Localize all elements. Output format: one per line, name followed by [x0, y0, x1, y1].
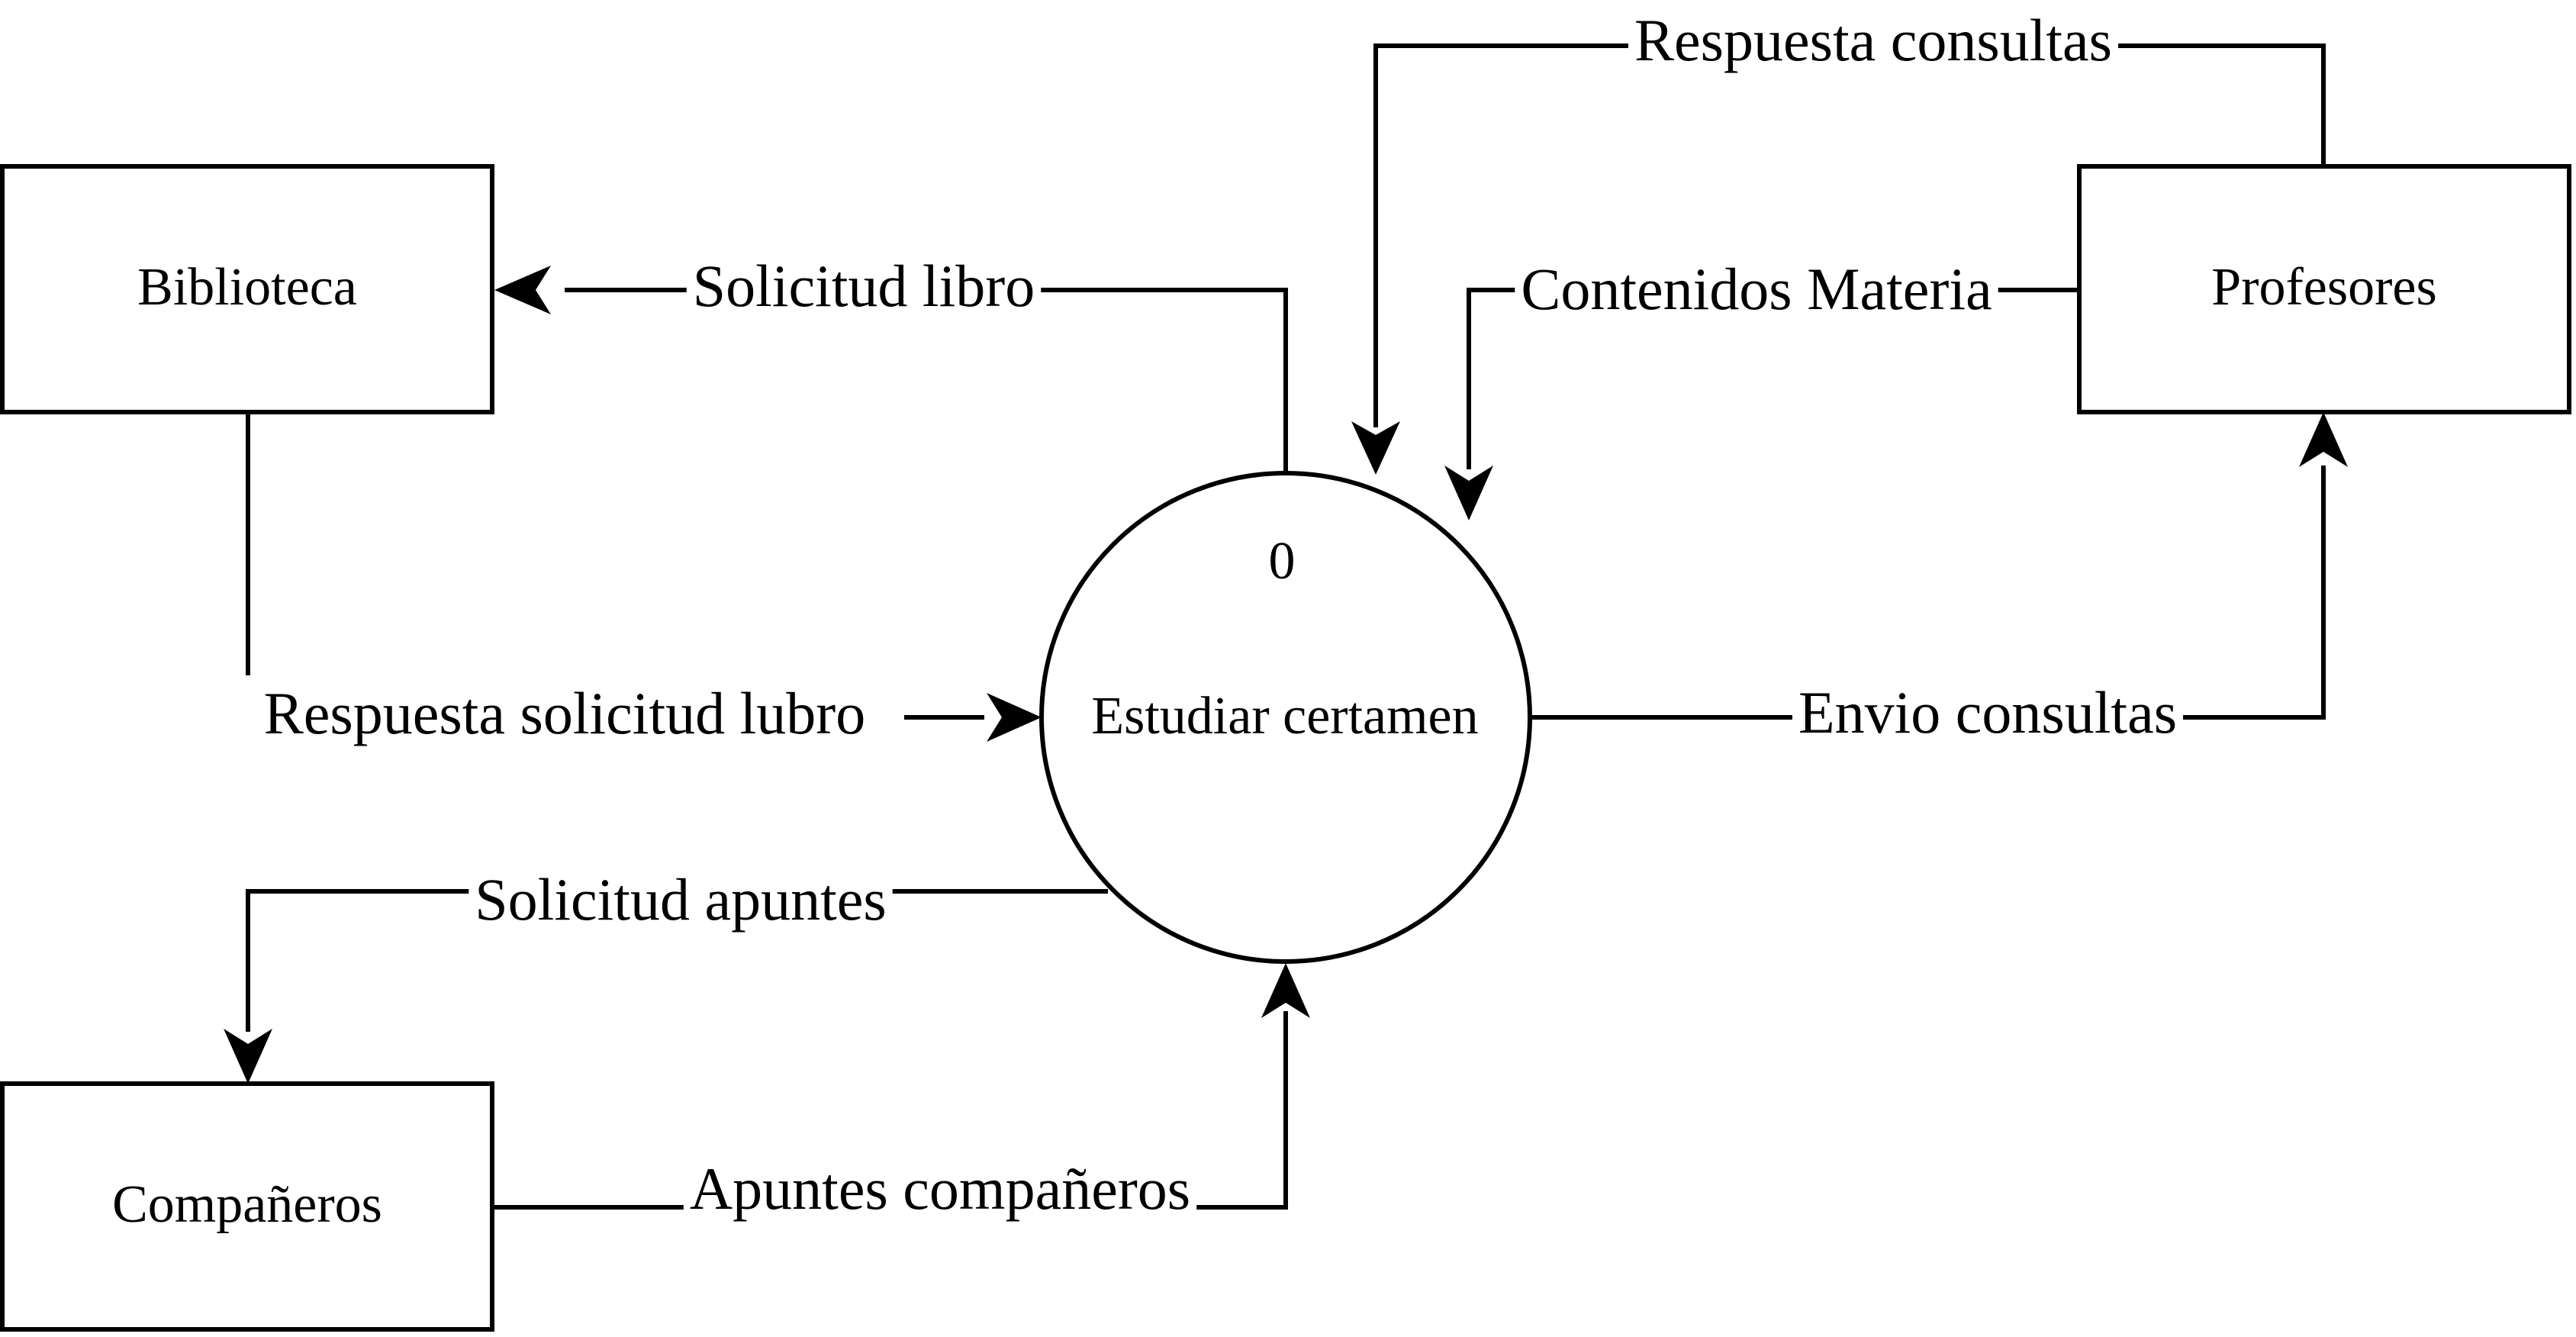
flow-label-background	[469, 865, 893, 933]
flow-label-background	[1792, 678, 2184, 746]
entity-profesores	[2077, 164, 2571, 414]
arrowhead-envio-consultas	[2299, 412, 2348, 467]
flow-label-background	[683, 1155, 1197, 1222]
arrowhead-solicitud-apuntes	[224, 1029, 272, 1084]
arrowhead-respuesta-solicitud	[987, 693, 1042, 742]
flow-label-background	[686, 252, 1042, 319]
arrowhead-apuntes-companeros	[1261, 963, 1310, 1018]
flow-label-respuesta-solicitud: Respuesta solicitud lubro	[264, 680, 866, 746]
flow-label-background	[257, 679, 872, 746]
entity-profesores-label: Profesores	[2211, 258, 2436, 317]
entity-biblioteca-label: Biblioteca	[137, 258, 357, 317]
flow-label-solicitud-libro: Solicitud libro	[693, 253, 1035, 319]
arrowhead-respuesta-consultas	[1351, 421, 1400, 475]
arrowhead-solicitud-libro	[494, 266, 551, 314]
process-name: Estudiar certamen	[1091, 687, 1478, 746]
flow-label-apuntes-companeros: Apuntes compañeros	[690, 1155, 1190, 1222]
process-circle	[1039, 471, 1532, 964]
process-number: 0	[1269, 532, 1296, 591]
entity-biblioteca	[0, 164, 494, 414]
arrowhead-contenidos-materia	[1444, 466, 1493, 520]
entity-companeros-label: Compañeros	[112, 1175, 382, 1234]
flow-label-respuesta-consultas: Respuesta consultas	[1634, 7, 2112, 73]
flow-label-background	[1628, 6, 2119, 73]
flow-label-background	[1515, 255, 1998, 322]
flow-label-contenidos-materia: Contenidos Materia	[1521, 256, 1992, 322]
entity-companeros	[0, 1081, 494, 1332]
flow-label-solicitud-apuntes: Solicitud apuntes	[475, 866, 886, 933]
flow-label-envio-consultas: Envio consultas	[1798, 679, 2177, 746]
